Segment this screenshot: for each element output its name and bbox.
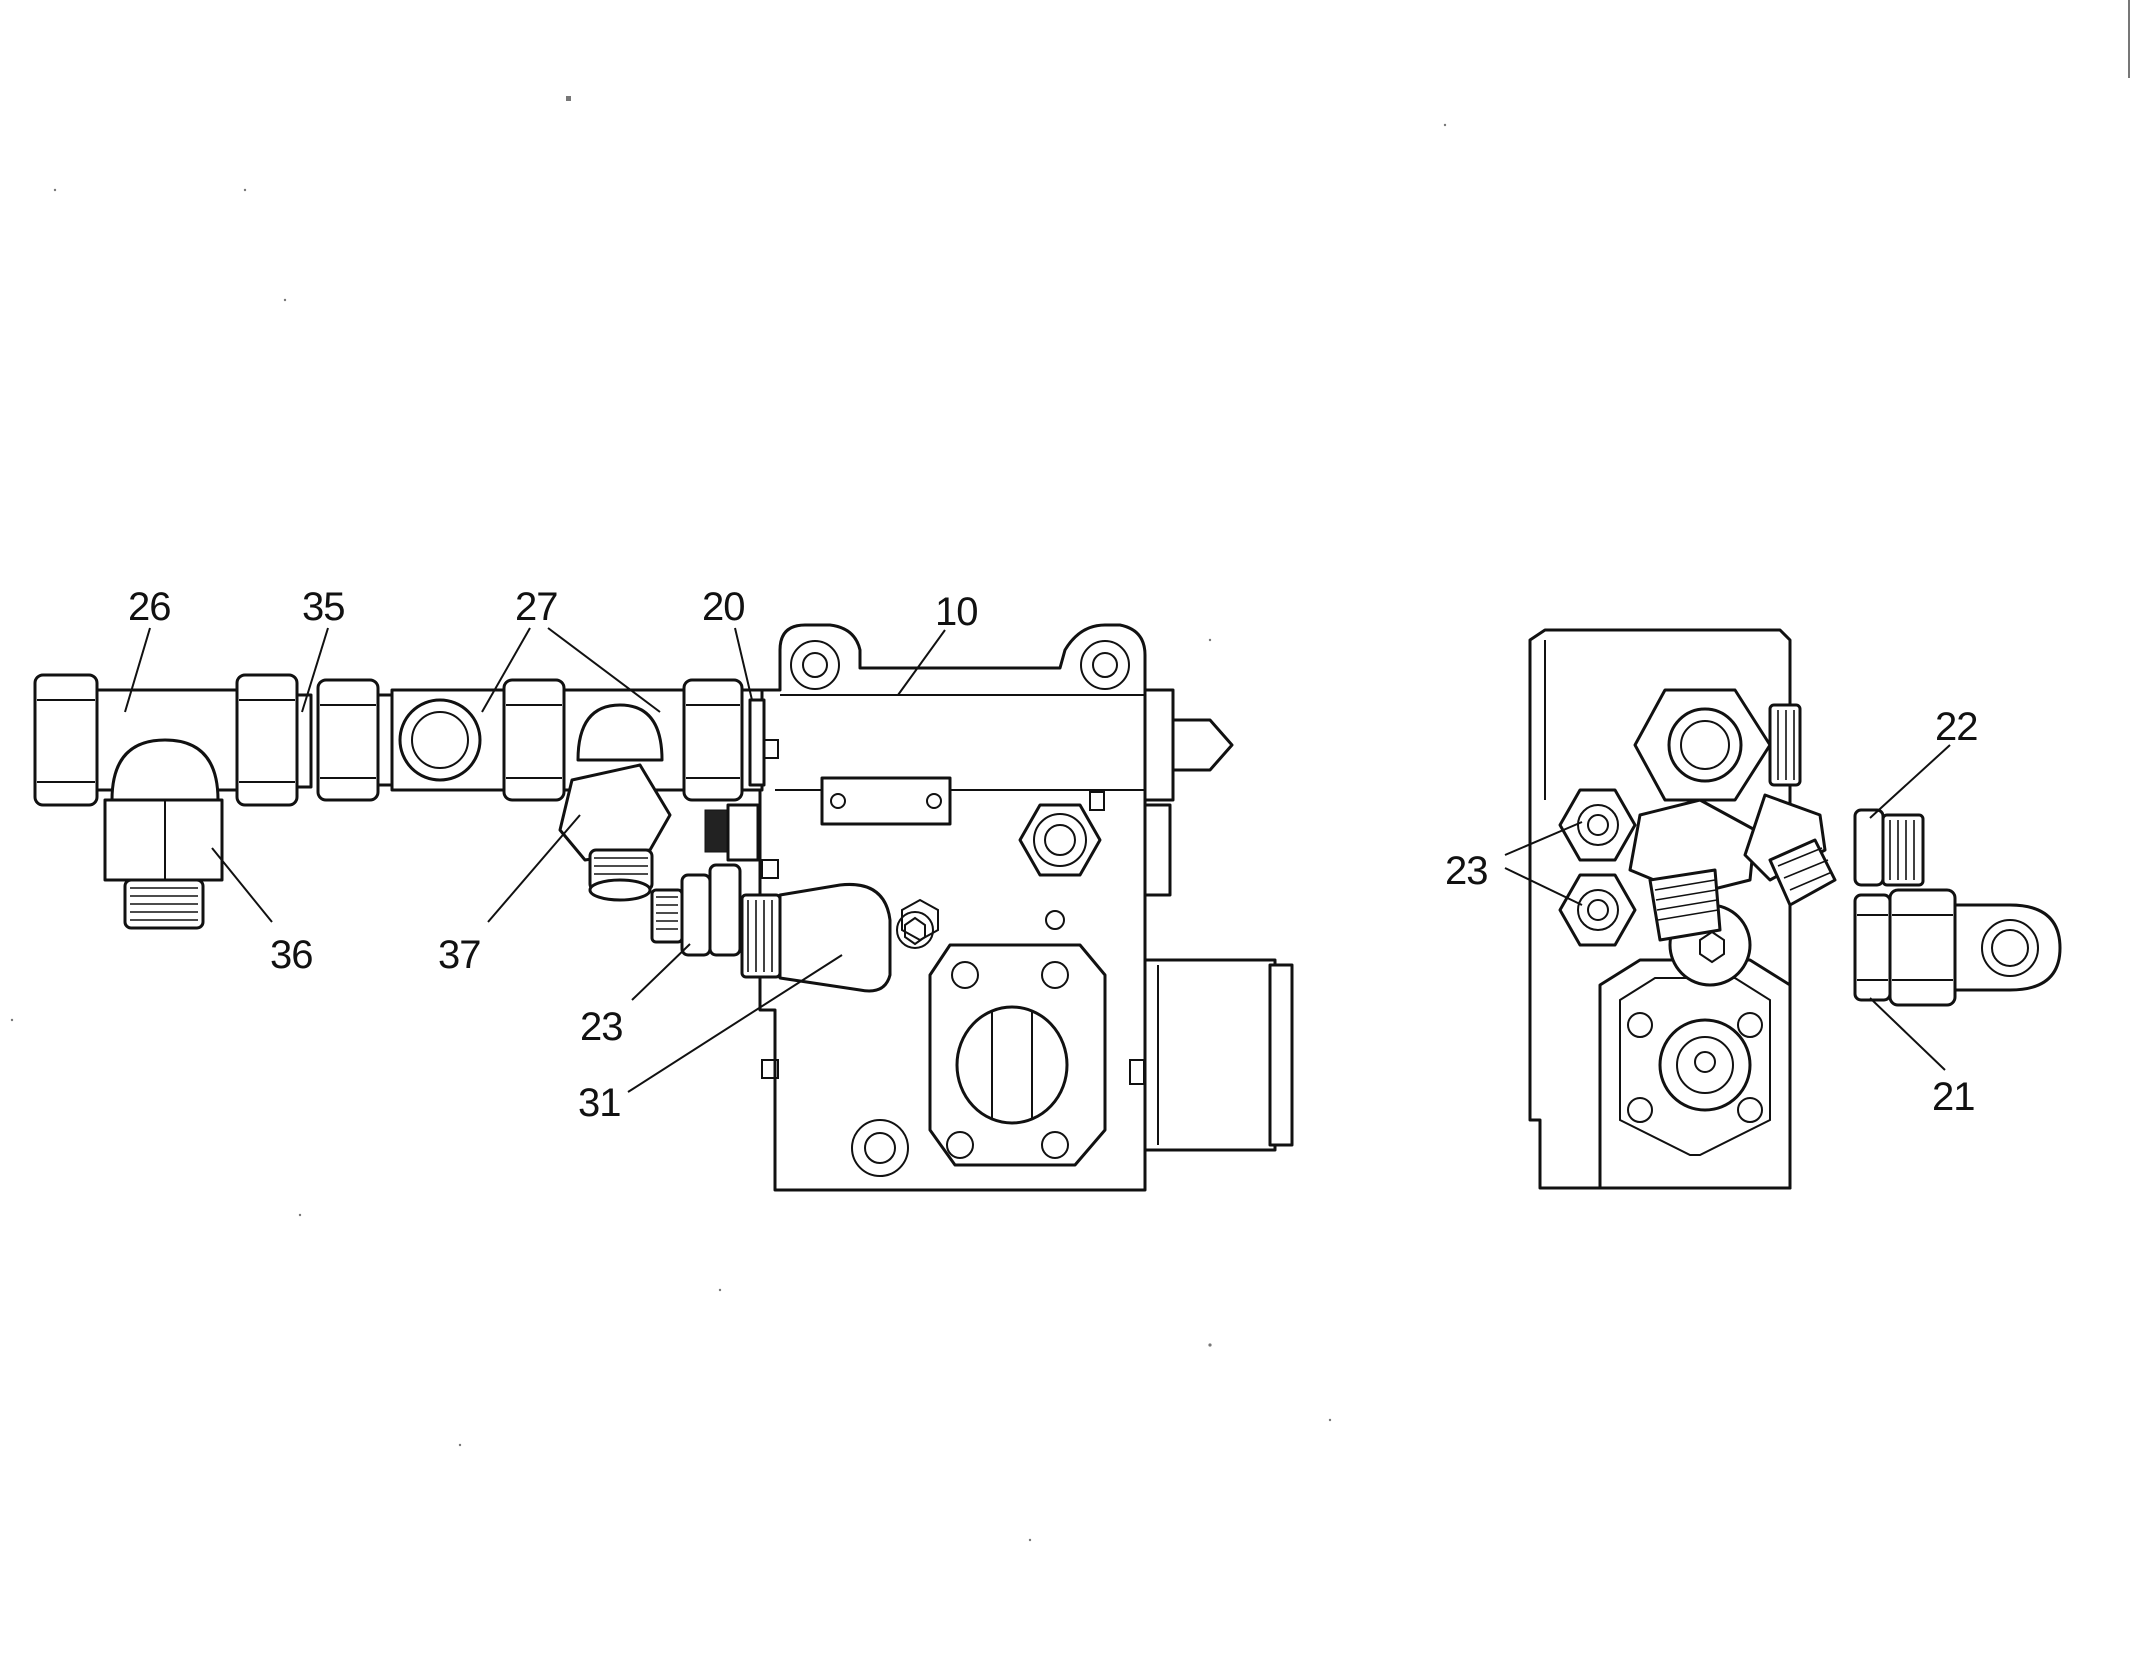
leader-23a	[631, 943, 691, 1001]
angled-fitting-right	[1628, 793, 1837, 942]
callout-35: 35	[302, 585, 345, 629]
scan-specks	[10, 0, 2130, 1542]
callout-22: 22	[1935, 705, 1978, 749]
leader-23b-top	[1504, 821, 1583, 856]
union-part-35	[316, 678, 394, 802]
leader-10	[897, 629, 946, 696]
leader-lines	[124, 627, 1951, 1093]
fitting-part-21	[1853, 888, 2062, 1007]
callout-36: 36	[270, 933, 313, 977]
leader-21	[1869, 997, 1946, 1071]
valve-body-part-10	[758, 623, 1294, 1192]
callout-23-right: 23	[1445, 849, 1488, 893]
fitting-part-22	[1853, 808, 1925, 887]
callout-labels: 26 35 27 20 10 36 37 23 31 22 23 21	[128, 585, 1979, 1125]
callout-21: 21	[1932, 1075, 1975, 1119]
leader-35	[301, 627, 329, 713]
right-assembly	[1528, 628, 2062, 1190]
left-assembly	[33, 623, 1294, 1192]
hex-fitting-top-right	[1633, 688, 1802, 802]
leader-31	[627, 954, 843, 1093]
callout-10: 10	[935, 590, 978, 634]
elbow-fitting-part-36	[103, 738, 224, 930]
callout-26: 26	[128, 585, 171, 629]
fitting-part-23-left	[650, 863, 742, 957]
leader-20	[734, 627, 753, 701]
leader-26	[124, 627, 151, 713]
callout-20: 20	[702, 585, 745, 629]
leader-27a	[481, 627, 531, 713]
leader-23b-bottom	[1504, 867, 1583, 906]
elbow-fitting-part-31	[740, 882, 939, 993]
callout-27: 27	[515, 585, 558, 629]
elbow-fitting-part-37	[558, 763, 672, 902]
callout-23-left: 23	[580, 1005, 623, 1049]
fitting-part-20	[704, 803, 760, 862]
plug-fittings-part-23-right	[1558, 788, 1637, 947]
callout-31: 31	[578, 1081, 621, 1125]
leader-37	[487, 814, 581, 923]
leader-36	[211, 847, 273, 923]
leader-22	[1869, 744, 1951, 819]
callout-37: 37	[438, 933, 481, 977]
leader-27b	[547, 627, 661, 713]
